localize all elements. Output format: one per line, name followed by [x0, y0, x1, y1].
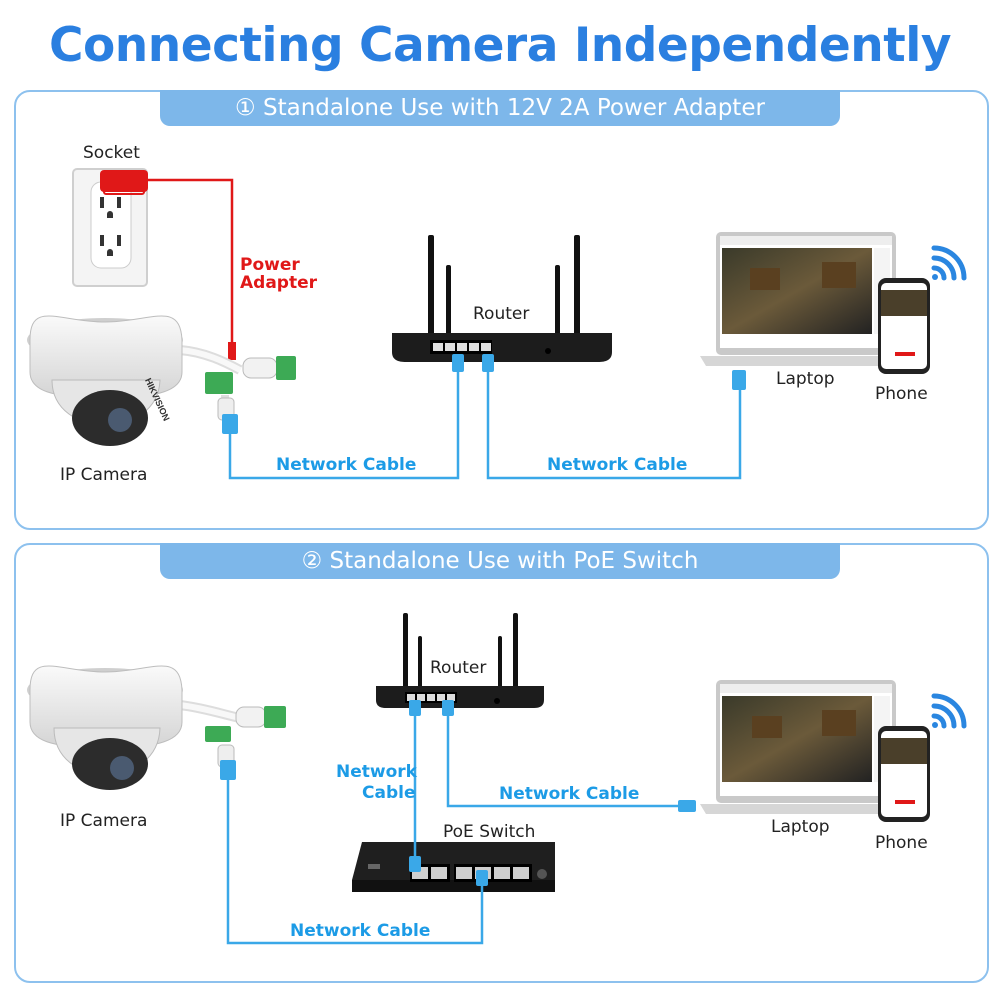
router-label: Router — [473, 304, 530, 324]
network-cable-label: Network Cable — [499, 784, 640, 804]
ip-camera-label: IP Camera — [60, 465, 148, 485]
phone-label: Phone — [875, 384, 928, 404]
power-adapter-label-line2: Adapter — [240, 273, 318, 293]
power-adapter-label-line1: Power — [240, 255, 300, 275]
ip-camera-label: IP Camera — [60, 811, 148, 831]
poe-switch-label: PoE Switch — [443, 822, 536, 842]
router-label: Router — [430, 658, 487, 678]
phone-label: Phone — [875, 833, 928, 853]
phone-icon — [878, 726, 930, 822]
network-cables-2 — [226, 712, 690, 945]
section-2-banner: ② Standalone Use with PoE Switch — [160, 543, 840, 579]
laptop-icon — [700, 232, 912, 366]
network-cable-label-line2: Cable — [362, 783, 416, 803]
network-cable-label: Network Cable — [276, 455, 417, 475]
laptop-label: Laptop — [771, 817, 830, 837]
poe-switch-icon — [352, 842, 555, 892]
laptop-label: Laptop — [776, 369, 835, 389]
laptop-icon — [700, 680, 912, 814]
socket-label: Socket — [83, 143, 140, 163]
network-cable-label-line1: Network — [336, 762, 417, 782]
router-icon — [392, 235, 612, 362]
wifi-icon — [931, 693, 967, 729]
network-cable-label: Network Cable — [290, 921, 431, 941]
cable-connectors-2 — [220, 700, 696, 886]
wifi-icon — [931, 245, 967, 281]
network-cable-label: Network Cable — [547, 455, 688, 475]
phone-icon — [878, 278, 930, 374]
power-adapter-icon — [100, 170, 236, 360]
section-1-banner: ① Standalone Use with 12V 2A Power Adapt… — [160, 90, 840, 126]
wall-socket-icon — [72, 168, 148, 287]
page-title: Connecting Camera Independently — [49, 18, 951, 73]
ip-camera-icon: HIKVISION — [27, 315, 296, 446]
cable-connectors-1 — [222, 354, 746, 434]
ip-camera-icon — [27, 665, 286, 790]
network-cables-1 — [228, 360, 742, 480]
